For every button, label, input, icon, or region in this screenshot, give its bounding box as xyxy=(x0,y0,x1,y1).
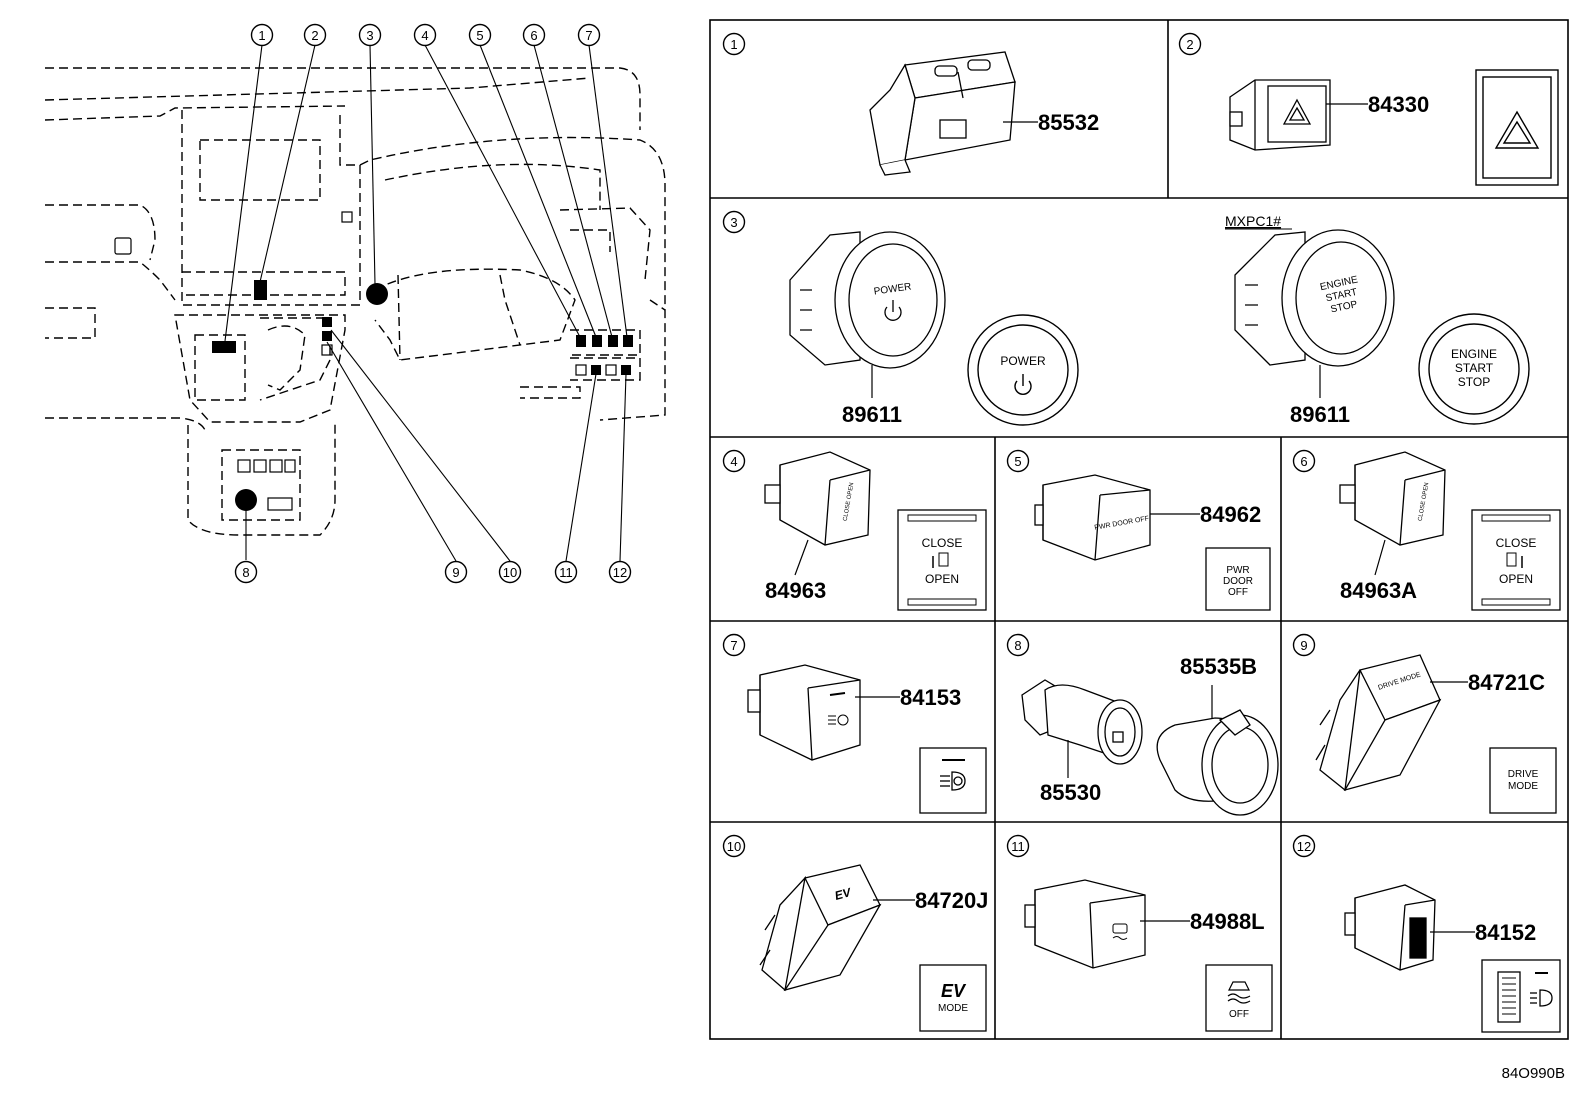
panel-12-switch-face xyxy=(1481,959,1561,1033)
panel-12-part-number: 84152 xyxy=(1475,920,1536,945)
panel-9-num: 9 xyxy=(1300,638,1307,653)
panel-5-switch-face: PWR DOOR OFF xyxy=(1205,547,1271,611)
cigarette-socket-drawing xyxy=(1021,679,1143,765)
panel-2-switch-drawing xyxy=(1229,79,1331,151)
panel-6-leader xyxy=(1374,539,1386,576)
panel-6-switch-face: CLOSE OPEN xyxy=(1471,509,1561,611)
callout-11: 11 xyxy=(559,565,573,580)
panel-6-switch-drawing xyxy=(1339,451,1446,546)
panel-12-switch-drawing xyxy=(1344,884,1436,971)
callout-2: 2 xyxy=(311,28,318,43)
panel-3-part-number-a: 89611 xyxy=(842,402,902,427)
traction-control-icon xyxy=(1227,981,1251,1004)
svg-text:DRIVE: DRIVE xyxy=(1508,769,1539,780)
panel-7-num: 7 xyxy=(730,638,737,653)
callout-1: 1 xyxy=(258,28,265,43)
traction-control-icon-small xyxy=(1112,923,1128,940)
panel-11-num: 11 xyxy=(1011,839,1025,854)
power-switch-drawing xyxy=(789,231,946,369)
panel-4-close-label: CLOSE xyxy=(922,536,963,550)
diagram-code: 84O990B xyxy=(1502,1065,1565,1082)
panel-10-switch-drawing xyxy=(759,864,882,992)
panel-1-switch-drawing xyxy=(869,51,1016,176)
off-label: OFF xyxy=(1229,1009,1249,1020)
panel-6-part-number: 84963A xyxy=(1340,578,1417,603)
svg-text:MODE: MODE xyxy=(1508,781,1538,792)
panel-number-circles: 1 2 3 4 5 6 7 8 9 10 11 12 xyxy=(722,32,1316,858)
callout-7: 7 xyxy=(585,28,592,43)
svg-text:STOP: STOP xyxy=(1458,375,1490,389)
panel-8-part-number-b: 85530 xyxy=(1040,780,1101,805)
callout-leader-lines xyxy=(224,44,628,562)
variant-label: MXPC1# xyxy=(1225,213,1281,229)
panel-9-switch-face: DRIVE MODE xyxy=(1489,747,1557,814)
callout-5: 5 xyxy=(476,28,483,43)
panel-6-open-label: OPEN xyxy=(1499,572,1533,586)
panel-5-switch-drawing xyxy=(1034,474,1151,561)
panel-10-num: 10 xyxy=(727,839,741,854)
panel-11-switch-face: OFF xyxy=(1205,964,1273,1032)
dashboard-solid-details xyxy=(114,211,617,511)
panel-9-part-number: 84721C xyxy=(1468,670,1545,695)
callout-4: 4 xyxy=(421,28,428,43)
panel-11-switch-drawing xyxy=(1024,879,1146,969)
panel-4-part-number: 84963 xyxy=(765,578,826,603)
panel-7-switch-face xyxy=(919,747,987,814)
callout-circles: 1 2 3 4 5 6 7 8 9 10 11 12 xyxy=(234,23,632,584)
callout-12: 12 xyxy=(613,565,627,580)
ev-label: EV xyxy=(941,981,967,1001)
power-icon xyxy=(884,300,902,321)
parts-grid xyxy=(709,19,1569,1040)
panel-4-open-label: OPEN xyxy=(925,572,959,586)
panel-4-switch-face: CLOSE OPEN xyxy=(897,509,987,611)
svg-text:PWR: PWR xyxy=(1226,565,1249,576)
panel-3-num: 3 xyxy=(730,215,737,230)
panel-11-part-number: 84988L xyxy=(1190,909,1265,934)
dashboard-overview xyxy=(44,67,666,536)
panel-5-num: 5 xyxy=(1014,454,1021,469)
panel-10-switch-face: EV MODE xyxy=(919,964,987,1032)
svg-text:DOOR: DOOR xyxy=(1223,576,1253,587)
power-button-face xyxy=(967,314,1079,426)
callout-6: 6 xyxy=(530,28,537,43)
engine-start-button-face-label: ENGINE START STOP xyxy=(1451,347,1497,389)
panel-4-num: 4 xyxy=(730,454,737,469)
dashboard-switch-markers xyxy=(212,280,633,511)
auto-headlight-icon xyxy=(828,714,849,726)
callout-9: 9 xyxy=(452,565,459,580)
callout-8: 8 xyxy=(242,565,249,580)
panel-2-part-number: 84330 xyxy=(1368,92,1429,117)
panel-6-close-label: CLOSE xyxy=(1496,536,1537,550)
power-switch-label: POWER xyxy=(873,281,912,297)
panel-8-part-number-a: 85535B xyxy=(1180,654,1257,679)
panel-12-num: 12 xyxy=(1297,839,1311,854)
panel-8-num: 8 xyxy=(1014,638,1021,653)
hazard-switch-face xyxy=(1475,69,1559,186)
svg-text:ENGINE: ENGINE xyxy=(1451,347,1497,361)
panel-6-num: 6 xyxy=(1300,454,1307,469)
svg-text:EV: EV xyxy=(833,885,853,903)
panel-10-part-number: 84720J xyxy=(915,888,988,913)
panel-4-leader xyxy=(794,539,809,576)
panel-1-num: 1 xyxy=(730,37,737,52)
panel-7-switch-drawing xyxy=(747,664,861,761)
panel-1-part-number: 85532 xyxy=(1038,110,1099,135)
engine-start-switch-drawing xyxy=(1234,229,1395,367)
ev-mode-label: MODE xyxy=(938,1003,968,1014)
panel-7-part-number: 84153 xyxy=(900,685,961,710)
panel-4-switch-drawing xyxy=(764,451,871,546)
panel-5-part-number: 84962 xyxy=(1200,502,1261,527)
svg-text:START: START xyxy=(1455,361,1494,375)
panel-9-switch-drawing xyxy=(1315,654,1442,792)
socket-cover-drawing xyxy=(1156,709,1279,816)
callout-3: 3 xyxy=(366,28,373,43)
callout-10: 10 xyxy=(503,565,517,580)
power-button-face-label: POWER xyxy=(1000,354,1046,368)
panel-2-num: 2 xyxy=(1186,37,1193,52)
panel-3-part-number-b: 89611 xyxy=(1290,402,1350,427)
engine-start-button-face xyxy=(1418,313,1530,425)
svg-text:OFF: OFF xyxy=(1228,587,1248,598)
